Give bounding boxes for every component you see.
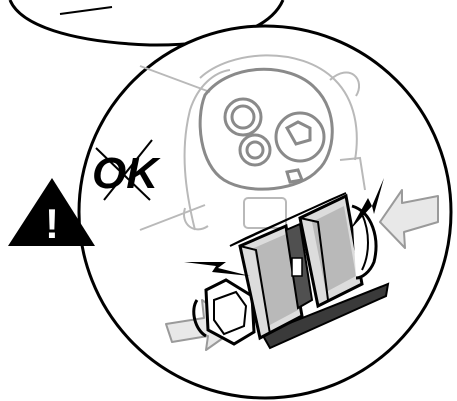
ok-label: OK [92, 149, 161, 198]
warning-exclamation: ! [45, 200, 59, 247]
crossed-out-ok-mark: OK [92, 140, 161, 200]
